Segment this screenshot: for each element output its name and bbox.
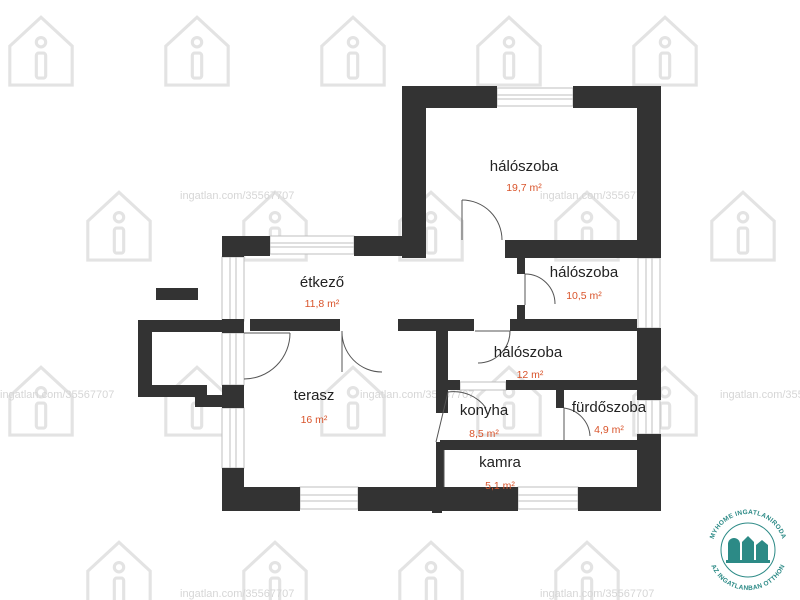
room-area: 10,5 m² bbox=[566, 290, 602, 302]
window bbox=[221, 407, 245, 469]
watermark-text: ingatlan.com/35567707 bbox=[0, 389, 114, 401]
window bbox=[637, 257, 661, 329]
room-name: hálószoba bbox=[494, 344, 563, 361]
watermark-text: ingatlan.com/35567707 bbox=[720, 389, 800, 401]
room-halo-1: hálószoba 19,7 m² bbox=[490, 158, 559, 194]
door-swing bbox=[524, 273, 556, 305]
window bbox=[221, 256, 245, 322]
room-area: 5,1 m² bbox=[485, 480, 515, 492]
window bbox=[517, 486, 579, 510]
room-name: fürdőszoba bbox=[572, 399, 647, 416]
watermark-text: ingatlan.com/35567707 bbox=[180, 588, 294, 600]
room-area: 12 m² bbox=[517, 369, 544, 381]
room-halo-2: hálószoba 10,5 m² bbox=[550, 264, 619, 302]
room-area: 4,9 m² bbox=[594, 424, 624, 436]
window bbox=[269, 235, 355, 255]
room-konyha: konyha 8,5 m² bbox=[460, 402, 509, 440]
window bbox=[221, 332, 245, 386]
window bbox=[496, 87, 574, 107]
room-name: konyha bbox=[460, 402, 509, 419]
doors bbox=[243, 199, 591, 487]
watermark-text: ingatlan.com/35567707 bbox=[180, 190, 294, 202]
room-kamra: kamra 5,1 m² bbox=[479, 454, 521, 492]
room-name: terasz bbox=[294, 387, 335, 404]
room-area: 19,7 m² bbox=[506, 182, 542, 194]
watermark-layer: ingatlan.com/35567707 ingatlan.com/35567… bbox=[0, 15, 800, 600]
watermark-text: ingatlan.com/35567707 bbox=[360, 389, 474, 401]
window bbox=[459, 381, 507, 391]
window bbox=[299, 486, 359, 510]
room-name: hálószoba bbox=[550, 264, 619, 281]
houses-logo-icon bbox=[726, 536, 770, 563]
walls bbox=[138, 86, 661, 513]
door-swing bbox=[563, 407, 591, 440]
room-area: 8,5 m² bbox=[469, 428, 499, 440]
door-swing bbox=[341, 330, 383, 373]
door-swing bbox=[243, 332, 291, 380]
room-terasz: terasz 16 m² bbox=[294, 387, 335, 426]
room-area: 16 m² bbox=[301, 414, 328, 426]
room-etkezo: étkező 11,8 m² bbox=[300, 274, 344, 310]
room-area: 11,8 m² bbox=[305, 298, 340, 310]
door-swing bbox=[435, 391, 487, 443]
door-swing bbox=[461, 199, 503, 241]
room-halo-3: hálószoba 12 m² bbox=[494, 344, 563, 381]
room-labels: hálószoba 19,7 m² étkező 11,8 m² hálószo… bbox=[294, 158, 647, 492]
agency-logo: MYHOME INGATLANIRODA AZ INGATLANBAN OTTH… bbox=[709, 509, 787, 592]
watermark-text: ingatlan.com/35567707 bbox=[540, 190, 654, 202]
room-name: kamra bbox=[479, 454, 521, 471]
room-name: étkező bbox=[300, 274, 344, 291]
room-name: hálószoba bbox=[490, 158, 559, 175]
door-swing bbox=[475, 330, 511, 364]
room-furdo: fürdőszoba 4,9 m² bbox=[572, 399, 647, 436]
watermark-text: ingatlan.com/35567707 bbox=[540, 588, 654, 600]
